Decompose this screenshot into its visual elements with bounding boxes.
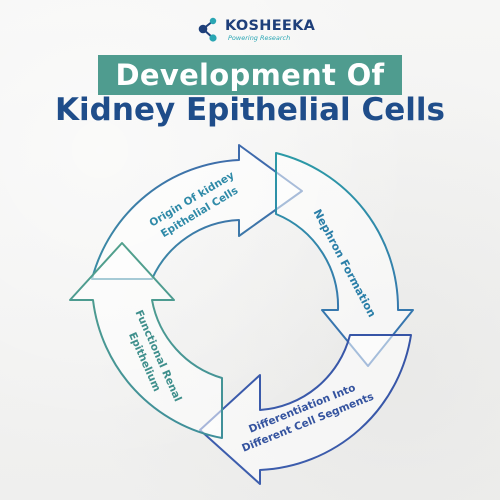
molecule-icon [198,17,217,42]
brand-tagline: Powering Research [228,34,291,42]
title-line1: Development Of [115,58,385,92]
title-highlight-box: Development Of [98,55,402,95]
arrow-functional [69,242,223,439]
brand-logo: KOSHEEKA Powering Research [196,15,315,45]
title-line2: Kidney Epithelial Cells [55,92,445,128]
arrow-nephron [275,152,414,367]
arrow-differentiation [199,334,412,485]
brand-name: KOSHEEKA [225,17,316,34]
arrow-origin [91,144,303,280]
